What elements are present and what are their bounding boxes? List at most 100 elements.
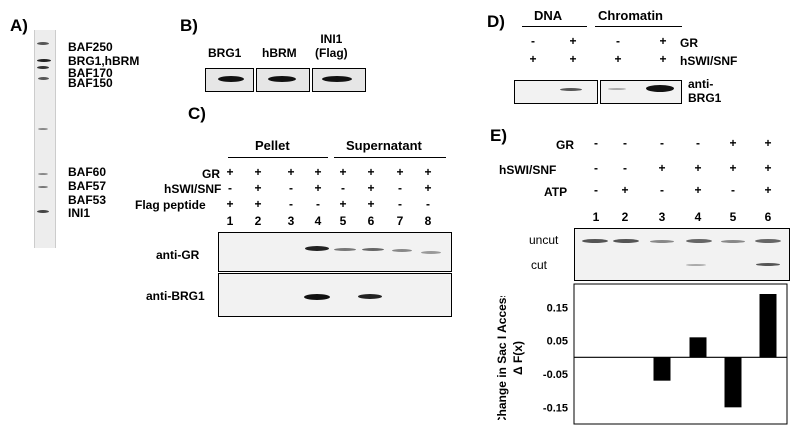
marker-label: BRG1,hBRM — [68, 54, 140, 68]
blot-band — [582, 239, 608, 243]
band-label: cut — [531, 258, 548, 272]
mark: - — [660, 136, 664, 150]
mark: - — [531, 34, 535, 48]
mark: - — [616, 34, 620, 48]
lane-number: 6 — [764, 210, 772, 224]
lane-number: 5 — [339, 214, 347, 228]
mark: - — [623, 136, 627, 150]
y-axis-title: Change in Sac I Access Δ F(x) — [492, 291, 532, 426]
mark: + — [569, 52, 577, 66]
mark: + — [424, 181, 432, 195]
blot-band — [613, 239, 639, 243]
blot-chromatin — [600, 80, 682, 104]
mark: - — [228, 181, 232, 195]
blot-band — [358, 294, 382, 299]
marker-label: BAF150 — [68, 76, 113, 90]
mark: + — [254, 165, 262, 179]
panel-e-label: E) — [490, 126, 507, 145]
mark: + — [729, 161, 737, 175]
gel-lane — [34, 30, 56, 248]
y-axis-unit: Δ F(x) — [511, 341, 525, 375]
panel-c-label: C) — [188, 104, 206, 123]
mark: - — [426, 197, 430, 211]
lane-number: 3 — [658, 210, 666, 224]
blot-band — [362, 248, 384, 251]
marker-label: BAF57 — [68, 179, 107, 193]
lane-number: 3 — [287, 214, 295, 228]
blot-ini1 — [312, 68, 366, 92]
lane-number: 8 — [424, 214, 432, 228]
group-label: Chromatin — [598, 8, 663, 23]
gel-band — [37, 66, 49, 69]
mark: + — [287, 165, 295, 179]
gel-band — [37, 42, 49, 45]
bar — [653, 357, 671, 381]
blot-band — [650, 240, 674, 243]
blot-band — [646, 85, 674, 92]
mark: - — [341, 181, 345, 195]
bar — [759, 294, 777, 358]
mark: - — [731, 183, 735, 197]
column-label: BRG1 — [208, 46, 242, 60]
mark: + — [694, 161, 702, 175]
mark: + — [314, 181, 322, 195]
bar — [724, 357, 742, 408]
marker-label: BAF60 — [68, 165, 107, 179]
blot-label: anti-GR — [156, 248, 200, 262]
mark: - — [398, 197, 402, 211]
blot-sac-i — [574, 228, 790, 281]
mark: + — [764, 136, 772, 150]
gel-band — [38, 186, 48, 188]
gel-band — [38, 173, 48, 175]
gel-band — [37, 59, 51, 62]
blot-band — [392, 249, 412, 252]
group-label: Supernatant — [346, 138, 422, 153]
blot-band — [686, 239, 712, 243]
mark: - — [398, 181, 402, 195]
gel-band — [38, 128, 48, 130]
row-label: Flag peptide — [135, 198, 206, 212]
mark: + — [254, 197, 262, 211]
mark: + — [254, 181, 262, 195]
column-label: hBRM — [262, 46, 297, 60]
mark: + — [621, 183, 629, 197]
blot-band — [560, 88, 582, 91]
blot-anti-brg1 — [218, 273, 452, 317]
mark: + — [694, 183, 702, 197]
mark: + — [764, 183, 772, 197]
mark: - — [594, 183, 598, 197]
mark: + — [367, 165, 375, 179]
lane-number: 1 — [226, 214, 234, 228]
blot-band — [304, 294, 330, 300]
gel-band — [38, 77, 49, 80]
y-tick-label: -0.15 — [543, 402, 568, 414]
mark: + — [529, 52, 537, 66]
blot-label: anti- BRG1 — [688, 77, 722, 105]
lane-number: 2 — [254, 214, 262, 228]
mark: + — [314, 165, 322, 179]
blot-band — [218, 76, 244, 82]
y-tick-label: 0.05 — [547, 336, 568, 348]
y-tick-label: 0.15 — [547, 302, 568, 314]
mark: - — [289, 197, 293, 211]
panel-d-label: D) — [487, 12, 505, 31]
mark: + — [614, 52, 622, 66]
blot-band — [686, 264, 706, 266]
blot-band — [421, 251, 441, 254]
mark: + — [226, 197, 234, 211]
row-label: GR — [680, 36, 698, 50]
blot-band — [305, 246, 329, 251]
mark: + — [339, 165, 347, 179]
chart-frame — [573, 283, 788, 425]
y-axis-title-svg: Change in Sac I Access Δ F(x) — [495, 291, 525, 426]
row-label: hSWI/SNF — [499, 163, 557, 177]
mark: + — [367, 181, 375, 195]
blot-anti-gr — [218, 232, 452, 272]
blot-hbrm — [256, 68, 310, 92]
blot-band — [322, 76, 352, 82]
row-label: hSWI/SNF — [680, 54, 738, 68]
panel-a-label: A) — [10, 16, 28, 35]
mark: - — [623, 161, 627, 175]
blot-band — [721, 240, 745, 243]
bar — [689, 337, 707, 358]
